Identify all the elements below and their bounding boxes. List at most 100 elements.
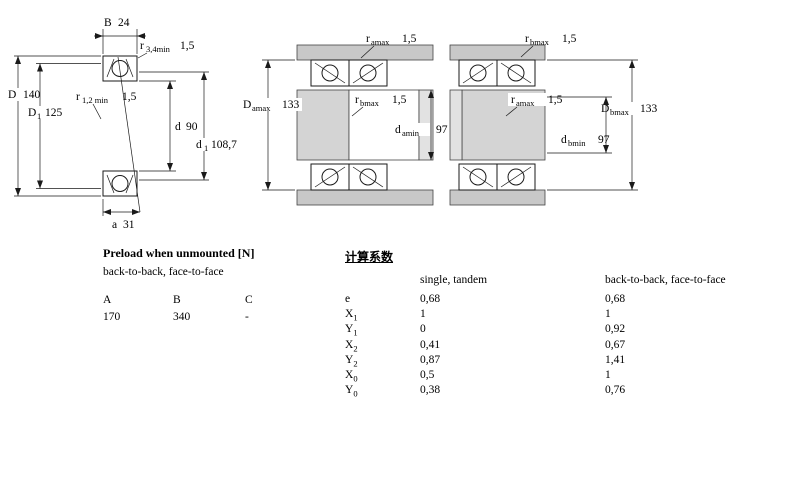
calculation-factors-table: 计算系数 single, tandem back-to-back, face-t… <box>345 248 800 399</box>
dim-r12-value: 1,5 <box>122 91 137 103</box>
factor-row-label: e <box>345 293 420 308</box>
dim-rb-leader <box>520 45 534 58</box>
dim-Db-extension-lines <box>547 59 638 191</box>
drawing-single-bearing: B 24 r 3,4min 1,5 D 140 D 1 125 r 1,2 mi… <box>5 17 243 231</box>
contact-lines-bottom <box>462 166 532 188</box>
dim-db-subscript: bmin <box>568 138 586 148</box>
dim-B-symbol: B <box>104 17 112 29</box>
factor-value-single: 0,87 <box>420 353 441 366</box>
dim-da-label-bg <box>392 123 430 136</box>
dim-db-value: 97 <box>598 134 610 146</box>
factor-subscript: 0 <box>353 373 358 384</box>
dim-d-extension-lines <box>139 80 176 172</box>
preload-col-header-b: B <box>173 294 181 306</box>
factor-symbol: Y <box>345 384 354 397</box>
dim-ra-value: 1,5 <box>402 33 417 45</box>
dim-d1-subscript: 1 <box>204 143 208 153</box>
housing-band-top <box>296 44 434 61</box>
shaft-section-left <box>296 89 350 161</box>
dim-B-extension-lines <box>102 29 138 54</box>
dim-d1-extension-lines <box>139 71 209 181</box>
factor-value-single: 0 <box>420 323 426 336</box>
factor-row-label: X0 <box>345 369 420 384</box>
dim-ra-leader <box>360 45 375 59</box>
dim-r34-leader <box>137 52 148 59</box>
dim-D1-label-bg <box>25 106 71 119</box>
preload-table: Preload when unmounted [N] back-to-back,… <box>103 246 305 328</box>
dim-ra-subscript: amax <box>371 37 390 47</box>
dim-rb-value: 1,5 <box>392 94 407 106</box>
dim-ra-subscript: amax <box>516 98 535 108</box>
ring-gap-lines-bottom <box>106 174 134 194</box>
factor-value-paired: 1 <box>605 368 611 381</box>
factor-symbol: X <box>345 338 354 351</box>
dim-a-symbol: a <box>112 219 117 231</box>
dim-r12-symbol: r <box>76 91 80 103</box>
factor-value-single: 0,41 <box>420 338 441 351</box>
dim-D1-value: 125 <box>45 107 63 119</box>
factor-row-label: Y1 <box>345 323 420 338</box>
dim-rb-symbol: r <box>355 94 359 106</box>
factor-subscript: 2 <box>353 342 358 353</box>
spacer-strip <box>449 89 463 161</box>
factors-grid: single, tandem back-to-back, face-to-fac… <box>345 274 800 399</box>
drawing-pair-back-to-back: r amax 1,5 D amax 133 r bmax 1,5 d amin … <box>240 33 448 206</box>
factor-value-paired: 0,67 <box>605 338 626 351</box>
dim-db-symbol: d <box>561 134 567 146</box>
factor-symbol: X <box>345 368 354 381</box>
factor-symbol: Y <box>345 353 354 366</box>
dim-D1-extension-lines <box>36 63 101 189</box>
factors-header-single: single, tandem <box>420 274 488 286</box>
dim-ra-value: 1,5 <box>548 94 563 106</box>
dim-d-value: 90 <box>186 121 198 133</box>
technical-drawings: B 24 r 3,4min 1,5 D 140 D 1 125 r 1,2 mi… <box>5 17 662 231</box>
dim-D-extension-lines <box>14 55 101 197</box>
factor-value-single: 0,5 <box>420 368 435 381</box>
contact-lines-top <box>314 62 384 84</box>
factor-value-single: 1 <box>420 308 426 321</box>
dim-D1-subscript: 1 <box>37 111 41 121</box>
factor-subscript: 0 <box>353 388 358 399</box>
dim-ra-symbol: r <box>511 94 515 106</box>
factor-value-single: 0,68 <box>420 293 441 305</box>
dim-d1-value: 108,7 <box>211 139 237 151</box>
dim-d1-label-bg <box>193 138 243 151</box>
dim-Db-symbol: D <box>601 103 609 115</box>
preload-value-a: 170 <box>103 311 121 323</box>
dim-Da-extension-lines <box>262 59 295 191</box>
dim-B-value: 24 <box>118 17 130 29</box>
factor-subscript: 2 <box>353 358 358 369</box>
factor-value-single: 0,38 <box>420 384 441 397</box>
dim-da-symbol: d <box>395 124 401 136</box>
factor-row-label: Y2 <box>345 354 420 369</box>
dim-Da-label-bg <box>240 98 302 111</box>
ring-gap-lines-top <box>106 58 134 78</box>
dim-Db-label-bg <box>598 102 662 115</box>
dim-ra-label-bg <box>508 93 564 106</box>
contact-lines-top <box>462 62 532 84</box>
factor-symbol: X <box>345 308 354 321</box>
ball-bottom-icon <box>111 175 129 192</box>
preload-value-c: - <box>245 311 249 323</box>
factor-value-paired: 0,76 <box>605 384 626 397</box>
preload-col-header-c: C <box>245 294 253 306</box>
preload-col-header-a: A <box>103 294 112 306</box>
housing-band-bottom <box>449 189 546 206</box>
dim-r12-subscript: 1,2 min <box>82 95 109 105</box>
factor-value-paired: 0,68 <box>605 293 626 305</box>
drawing-pair-face-to-face: r bmax 1,5 r amax 1,5 D bmax 133 d bmin … <box>449 33 662 206</box>
factor-row-label: X2 <box>345 339 420 354</box>
dim-a-value: 31 <box>123 219 135 231</box>
dim-d1-symbol: d <box>196 139 202 151</box>
dim-D1-symbol: D <box>28 107 36 119</box>
dim-Db-subscript: bmax <box>610 107 630 117</box>
dim-ra-leader <box>505 106 518 117</box>
dim-Da-symbol: D <box>243 99 251 111</box>
dim-rb-symbol: r <box>525 33 529 45</box>
dim-rb-value: 1,5 <box>562 33 577 45</box>
factors-title: 计算系数 <box>345 250 394 264</box>
dim-da-subscript: amin <box>402 128 420 138</box>
factor-symbol: e <box>345 293 351 305</box>
dim-ra-symbol: r <box>366 33 370 45</box>
